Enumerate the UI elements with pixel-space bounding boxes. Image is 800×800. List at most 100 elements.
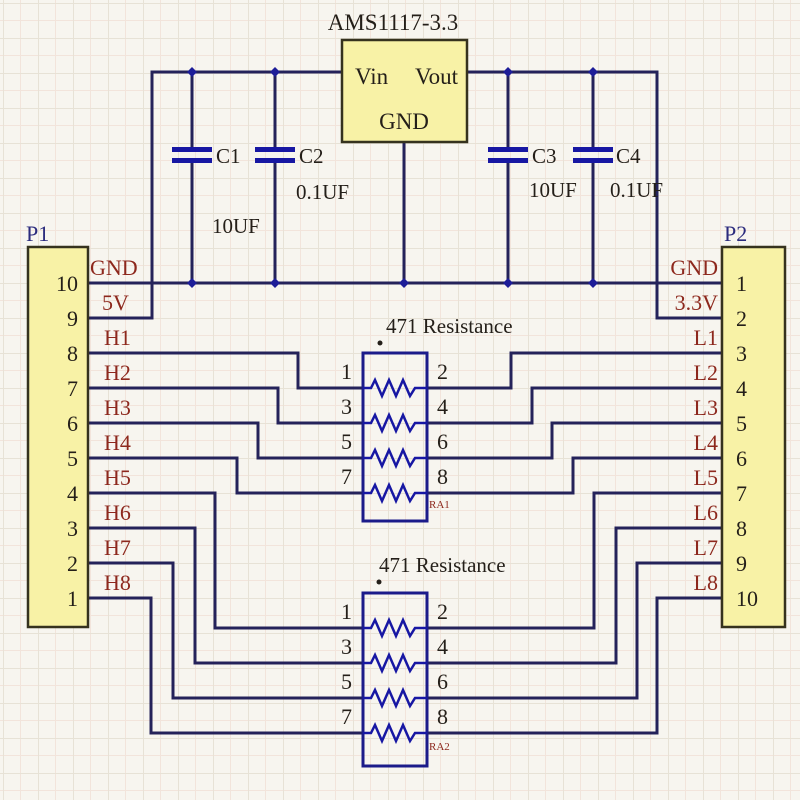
capacitor-plate-bottom	[488, 158, 528, 163]
junction-dot	[588, 278, 598, 288]
pin-number: 1	[341, 599, 352, 624]
resistor-zigzag	[363, 651, 427, 675]
pin-number: 3	[736, 341, 747, 366]
net-label: L8	[694, 570, 718, 595]
junction-dot	[503, 67, 513, 77]
pin-number: 6	[736, 446, 747, 471]
junction-dot	[503, 278, 513, 288]
capacitor-value: 0.1UF	[610, 178, 663, 202]
pin-number: 2	[67, 551, 78, 576]
wire-l2	[425, 386, 724, 425]
capacitor-plate-bottom	[172, 158, 212, 163]
pin-number: 5	[341, 669, 352, 694]
pin-number: 8	[437, 704, 448, 729]
resistor-network-body	[361, 351, 429, 523]
pin-number: 7	[736, 481, 747, 506]
wire-l3	[425, 421, 724, 460]
connector-designator: P2	[724, 221, 747, 246]
pin-number: 3	[341, 634, 352, 659]
net-label: L1	[694, 325, 718, 350]
capacitor-value: 10UF	[212, 214, 260, 238]
pin-number: 6	[67, 411, 78, 436]
net-label: L5	[694, 465, 718, 490]
pin-number: 10	[56, 271, 78, 296]
net-label: H1	[104, 325, 131, 350]
capacitor-plate-top	[488, 147, 528, 152]
pin-number: 8	[67, 341, 78, 366]
capacitor-name: C4	[616, 144, 641, 168]
wire-h4	[86, 456, 365, 495]
capacitor-plate-top	[172, 147, 212, 152]
wire-h5	[86, 491, 365, 630]
anchor-dot	[376, 579, 382, 585]
resistor-network-body	[361, 591, 429, 768]
net-label: L2	[694, 360, 718, 385]
capacitor-value: 0.1UF	[296, 180, 349, 204]
wires	[86, 70, 724, 735]
anchor-dot	[377, 340, 383, 346]
wire-h1	[86, 351, 365, 390]
pin-number: 3	[341, 394, 352, 419]
capacitor-c4: C4 0.1UF	[573, 144, 663, 202]
capacitor-value: 10UF	[529, 178, 577, 202]
connector-body	[26, 245, 90, 629]
pin-number: 1	[67, 586, 78, 611]
connector-designator: P1	[26, 221, 49, 246]
regulator-title: AMS1117-3.3	[328, 10, 459, 35]
net-label: L6	[694, 500, 718, 525]
pin-number: 5	[67, 446, 78, 471]
net-label: H8	[104, 570, 131, 595]
capacitor-plate-top	[255, 147, 295, 152]
net-label: L3	[694, 395, 718, 420]
pin-number: 4	[437, 634, 448, 659]
pin-number: 7	[341, 704, 352, 729]
pin-number: 3	[67, 516, 78, 541]
resistor-zigzag	[363, 481, 427, 505]
pin-number: 9	[67, 306, 78, 331]
resistor-zigzag	[363, 446, 427, 470]
resistor-network-ref: RA1	[429, 499, 450, 511]
net-label: H2	[104, 360, 131, 385]
net-label: L4	[694, 430, 718, 455]
pin-number: 6	[437, 669, 448, 694]
wire-3v3-rail	[465, 70, 724, 320]
resistor-zigzag	[363, 721, 427, 745]
pin-number: 8	[437, 464, 448, 489]
pin-number: 1	[736, 271, 747, 296]
pin-number: 6	[437, 429, 448, 454]
capacitor-plate-top	[573, 147, 613, 152]
resistor-network-title: 471 Resistance	[386, 314, 513, 338]
net-label: H3	[104, 395, 131, 420]
capacitor-c2: C2 0.1UF	[255, 144, 349, 204]
pin-number: 4	[736, 376, 747, 401]
wire-h8	[86, 596, 365, 735]
net-label: H5	[104, 465, 131, 490]
pin-number: 10	[736, 586, 758, 611]
net-label: H6	[104, 500, 131, 525]
wire-l5	[425, 491, 724, 630]
capacitor-plate-bottom	[255, 158, 295, 163]
capacitor-name: C2	[299, 144, 324, 168]
regulator-pin-gnd: GND	[379, 109, 429, 134]
wire-5v-rail	[86, 70, 344, 320]
pin-number: 5	[736, 411, 747, 436]
junction-dot	[270, 278, 280, 288]
connector-body	[720, 245, 787, 629]
resistor-network-title: 471 Resistance	[379, 553, 506, 577]
junction-dot	[270, 67, 280, 77]
net-label: L7	[694, 535, 718, 560]
wire-l8	[425, 596, 724, 735]
pin-number: 2	[736, 306, 747, 331]
resistor-zigzag	[363, 411, 427, 435]
resistor-zigzag	[363, 686, 427, 710]
junction-dot	[187, 278, 197, 288]
wire-l7	[425, 561, 724, 700]
wire-h3	[86, 421, 365, 460]
regulator-pin-vin: Vin	[355, 64, 389, 89]
